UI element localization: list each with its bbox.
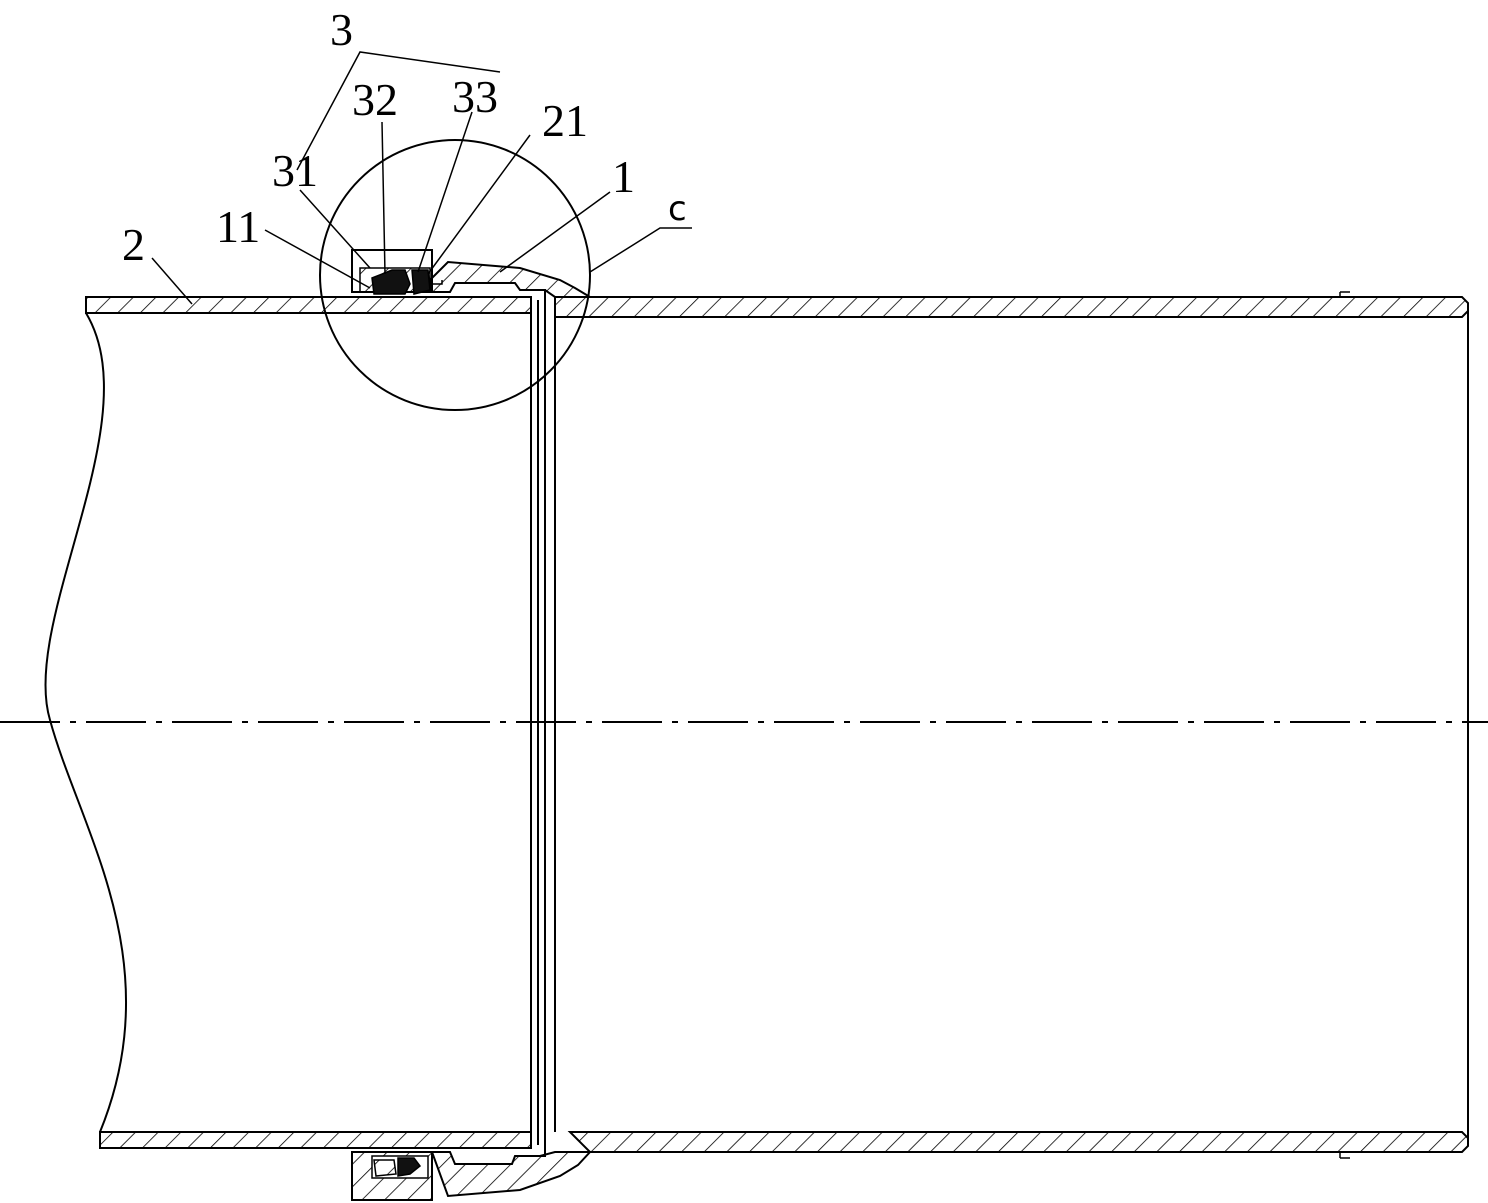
pipe-1-bottom-wall: [567, 1131, 1469, 1159]
label-c: c: [668, 189, 687, 229]
label-31: 31: [272, 145, 318, 196]
pipe-2-bottom-wall: [99, 1131, 532, 1149]
pipe-1-top-wall: [554, 291, 1469, 318]
leader-lines: [151, 51, 692, 305]
label-32: 32: [352, 74, 398, 125]
socket-bottom: [351, 720, 593, 1201]
label-3: 3: [330, 4, 353, 55]
break-line: [44, 312, 128, 1133]
detail-circle-c: [319, 139, 591, 411]
label-21: 21: [542, 95, 588, 146]
label-2: 2: [122, 219, 145, 270]
label-11: 11: [216, 201, 260, 252]
socket-top: [351, 249, 594, 720]
pipe-2-top-wall: [85, 296, 532, 314]
label-33: 33: [452, 71, 498, 122]
label-1: 1: [612, 151, 635, 202]
